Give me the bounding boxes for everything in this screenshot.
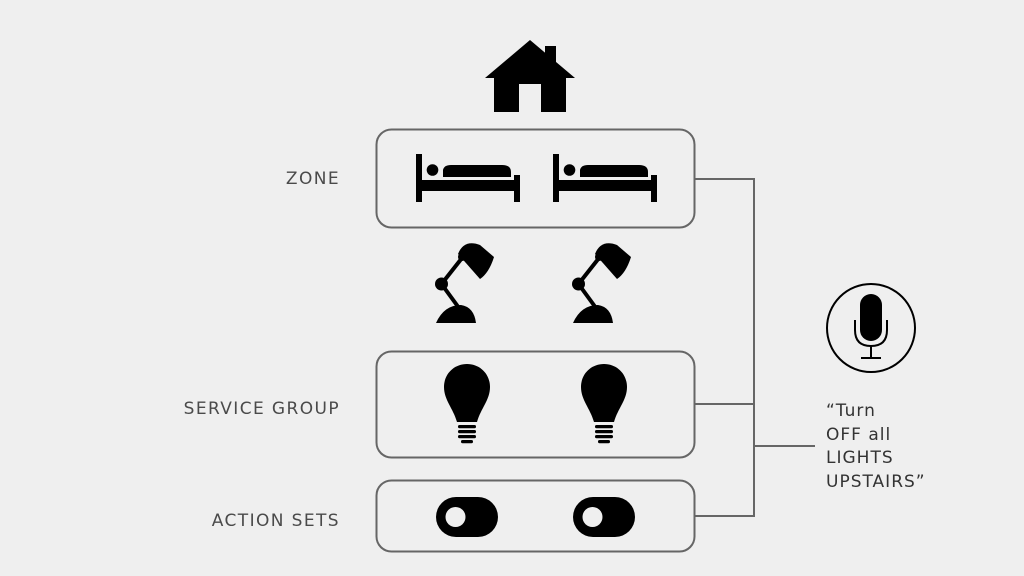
bed-icon [416,154,520,202]
desk-lamp-icon [434,243,496,325]
service-group-label: SERVICE GROUP [183,399,340,419]
voice-command-line: UPSTAIRS” [826,471,926,492]
voice-command-line: LIGHTS [826,448,894,468]
bed-icon [553,154,657,202]
voice-command-text: “Turn OFF all LIGHTS UPSTAIRS” [826,400,926,494]
voice-command-line: OFF all [826,424,892,445]
desk-lamp-icon [571,243,633,325]
microphone-icon [826,283,916,373]
zone-box [375,128,696,229]
house-icon [485,40,575,112]
action-sets-label: ACTION SETS [211,511,340,531]
service-group-box [375,350,696,459]
connector-lines [695,178,815,517]
action-sets-box [375,479,696,553]
toggle-switch-icon [573,497,635,537]
zone-label: ZONE [285,169,340,189]
voice-command-line: “Turn [826,401,876,421]
light-bulb-icon [444,364,490,444]
toggle-switch-icon [436,497,498,537]
light-bulb-icon [581,364,627,444]
